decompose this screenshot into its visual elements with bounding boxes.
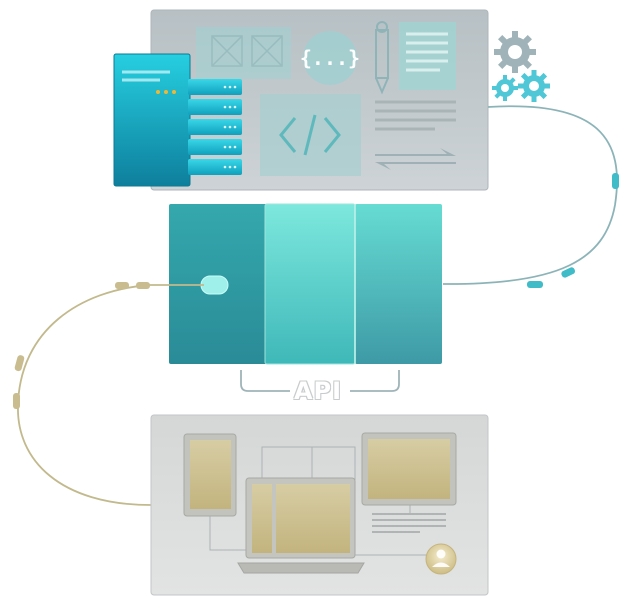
avatar-icon <box>425 543 457 575</box>
pencil-icon <box>375 21 389 95</box>
frontend-panel <box>150 414 489 596</box>
cable-backend-to-api <box>442 105 619 288</box>
server-slots <box>188 79 242 175</box>
server-icon <box>113 53 242 187</box>
tablet-icon <box>183 433 237 517</box>
api-block <box>169 203 442 392</box>
gear-icon <box>492 31 550 102</box>
code-braces-icon: {...} <box>300 31 360 85</box>
sync-arrows-icon <box>375 148 456 170</box>
text-lines <box>372 513 446 533</box>
image-placeholder-icon <box>196 27 291 79</box>
document-block <box>399 22 456 90</box>
text-lines <box>375 100 456 131</box>
laptop-icon <box>237 477 365 574</box>
code-tag-icon <box>260 94 361 176</box>
monitor-icon <box>361 432 457 506</box>
svg-text:{...}: {...} <box>300 46 360 70</box>
api-label: API <box>293 377 343 405</box>
cable-api-to-frontend <box>13 282 204 506</box>
api-port <box>200 275 229 295</box>
